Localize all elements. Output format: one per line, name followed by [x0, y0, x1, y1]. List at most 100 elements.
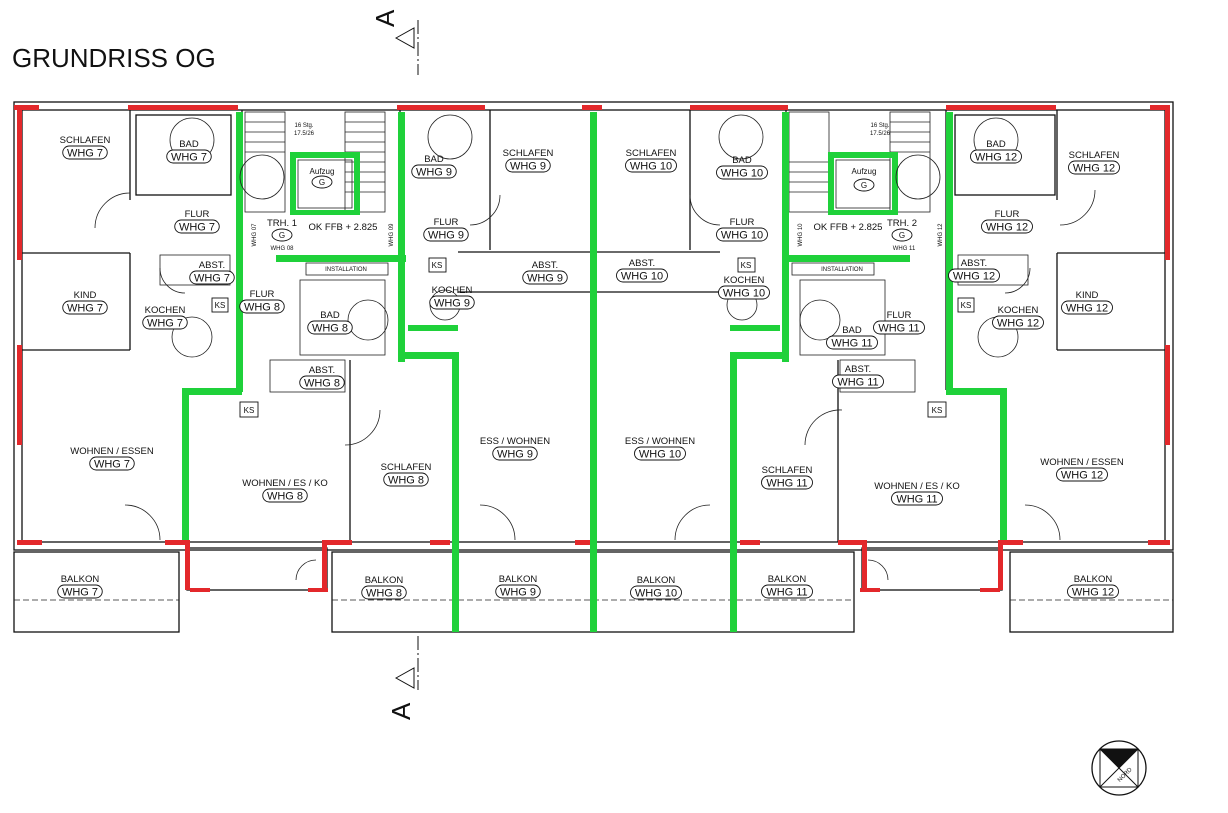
room-label: ABST.WHG 9: [522, 260, 568, 285]
turning-circles: [169, 114, 1019, 358]
unit-pill: [239, 299, 285, 314]
unit-label: WHG 9: [416, 167, 452, 179]
door-swings: [94, 189, 1096, 581]
unit-pill: [262, 488, 308, 503]
unit-label: WHG 7: [67, 148, 103, 160]
room-name: FLUR: [185, 209, 210, 220]
unit-label: WHG 10: [635, 588, 677, 600]
unit-pill: [174, 219, 220, 234]
stair-1-level: OK FFB + 2.825: [309, 222, 378, 233]
room-name: WOHNEN / ES / KO: [874, 481, 960, 492]
unit-pill: [761, 584, 813, 599]
room-name: BAD: [732, 155, 752, 166]
unit-pill: [948, 268, 1000, 283]
unit-label: WHG 8: [267, 491, 303, 503]
room-name: KOCHEN: [145, 305, 186, 316]
unit-label: WHG 11: [878, 323, 919, 335]
unit-pill: [718, 285, 770, 300]
room-label: WOHNEN / ES / KO WHG 11: [874, 481, 960, 506]
unit-label: WHG 11: [766, 478, 807, 490]
room-name: BAD: [179, 139, 199, 150]
section-line: A A: [370, 9, 419, 720]
room-label: BALKON WHG 9: [495, 574, 541, 599]
unit-pill: [62, 300, 108, 315]
room-name: BAD: [320, 310, 340, 321]
unit-label: WHG 11: [831, 338, 872, 350]
unit-pill: [383, 472, 429, 487]
unit-label: WHG 8: [388, 475, 424, 487]
unit-pill: [1068, 160, 1120, 175]
stair-2-name: TRH. 2: [887, 218, 917, 229]
room-label: ABST.WHG 7: [189, 260, 235, 285]
unit-label: WHG 12: [997, 318, 1039, 330]
room-label: BALKON WHG 7: [57, 574, 103, 599]
unit-pill: [142, 315, 188, 330]
stairwell-1: 16 Stg. 17.5/26 Aufzug G TRH. 1 G WHG 08…: [252, 123, 395, 273]
unit-label: WHG 11: [896, 494, 937, 506]
unit-pill: [625, 158, 677, 173]
installation-2: INSTALLATION: [821, 267, 863, 273]
red-wall-segments: [14, 105, 1170, 592]
unit-label: WHG 9: [500, 587, 536, 599]
unit-label: WHG 7: [62, 587, 98, 599]
room-name: BALKON: [61, 574, 100, 585]
unit-pill: [57, 584, 103, 599]
stair-1-riser: 17.5/26: [294, 131, 315, 137]
unit-label: WHG 8: [244, 302, 280, 314]
stair-1-right: WHG 09: [389, 223, 395, 247]
room-label: BALKON WHG 12: [1067, 574, 1119, 599]
unit-label: WHG 12: [1073, 163, 1115, 175]
unit-pill: [62, 145, 108, 160]
unit-label: WHG 12: [1072, 587, 1114, 599]
unit-pill: [832, 374, 884, 389]
unit-pill: [716, 165, 768, 180]
unit-pill: [429, 295, 475, 310]
unit-label: WHG 10: [721, 230, 763, 242]
stair-2-left: WHG 10: [798, 223, 804, 247]
room-name: ABST.: [629, 258, 655, 269]
room-name: FLUR: [887, 310, 912, 321]
room-name: BALKON: [1074, 574, 1113, 585]
section-label-bottom: A: [386, 702, 416, 720]
stair-2-g: G: [899, 231, 905, 240]
room-name: WOHNEN / ESSEN: [1040, 457, 1124, 468]
room-name: BALKON: [499, 574, 538, 585]
svg-text:KS: KS: [432, 261, 443, 270]
elevator-2-label: Aufzug: [852, 167, 877, 176]
stair-1-name: TRH. 1: [267, 218, 297, 229]
plan-title: GRUNDRISS OG: [12, 43, 216, 73]
stair-1-left: WHG 07: [252, 223, 258, 247]
unit-pill: [981, 219, 1033, 234]
room-label: ABST.WHG 12: [948, 258, 1000, 283]
installation-1: INSTALLATION: [325, 267, 367, 273]
ks-boxes: KS KS KS KS KS KS: [211, 257, 975, 418]
elevator-shafts: [297, 159, 891, 209]
room-name: KIND: [1076, 290, 1099, 301]
unit-label: WHG 11: [837, 377, 878, 389]
room-name: KOCHEN: [998, 305, 1039, 316]
north-arrow-icon: NORD: [1091, 740, 1147, 796]
unit-pill: [630, 585, 682, 600]
unit-label: WHG 12: [1066, 303, 1108, 315]
unit-label: WHG 10: [630, 161, 672, 173]
room-name: FLUR: [995, 209, 1020, 220]
room-name: SCHLAFEN: [1069, 150, 1120, 161]
unit-pill: [992, 315, 1044, 330]
room-name: WOHNEN / ESSEN: [70, 446, 154, 457]
